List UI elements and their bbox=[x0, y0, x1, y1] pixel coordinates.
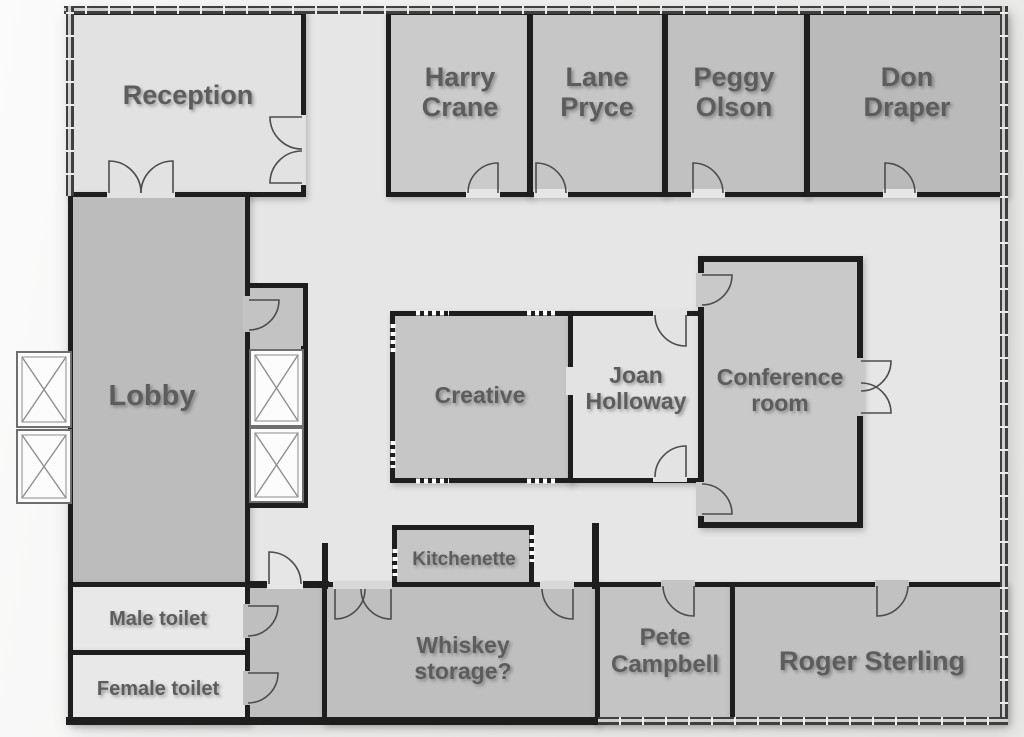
exterior-wall-bottom-left bbox=[66, 717, 600, 725]
room-label-roger-sterling: Roger Sterling bbox=[778, 646, 966, 676]
room-label-don-draper: Don Draper bbox=[863, 62, 951, 123]
room-reception bbox=[68, 10, 306, 197]
elevator-icon bbox=[16, 429, 72, 504]
room-label-harry-crane: Harry Crane bbox=[421, 62, 499, 123]
exterior-wall-top bbox=[64, 6, 1008, 14]
room-roger-sterling bbox=[730, 582, 1008, 724]
room-label-lane-pryce: Lane Pryce bbox=[560, 62, 634, 123]
door-swing-icons bbox=[108, 116, 916, 704]
exterior-wall-left-upper bbox=[66, 6, 74, 196]
elevator-icon bbox=[16, 351, 72, 428]
elevator-icon bbox=[249, 349, 304, 427]
room-conference-room bbox=[698, 256, 863, 528]
room-label-male-toilet: Male toilet bbox=[109, 608, 207, 630]
toilet-corridor bbox=[250, 588, 327, 719]
wall-stub-pete-left bbox=[592, 523, 599, 589]
room-whiskey-storage bbox=[322, 582, 600, 724]
room-harry-crane bbox=[386, 10, 532, 197]
room-label-pete-campbell: Pete Campbell bbox=[610, 624, 720, 678]
exterior-wall-bottom-right bbox=[598, 717, 1008, 725]
room-label-reception: Reception bbox=[122, 80, 254, 110]
room-creative bbox=[390, 311, 573, 483]
exterior-wall-right bbox=[1000, 6, 1008, 725]
room-label-peggy-olson: Peggy Olson bbox=[693, 62, 775, 123]
wall-right-of-elevators bbox=[301, 346, 308, 508]
elevator-icon bbox=[249, 427, 304, 503]
room-label-creative: Creative bbox=[434, 382, 526, 408]
room-label-whiskey-storage: Whiskey storage? bbox=[414, 632, 512, 684]
wall-stub-whiskey-left bbox=[322, 543, 328, 589]
room-label-conference-room: Conference room bbox=[716, 364, 844, 416]
wall-below-elevators bbox=[245, 501, 308, 508]
window-opening-icons bbox=[390, 310, 559, 576]
room-label-lobby: Lobby bbox=[108, 380, 196, 412]
room-label-kitchenette: Kitchenette bbox=[412, 549, 516, 570]
room-label-female-toilet: Female toilet bbox=[96, 678, 220, 700]
room-label-joan-holloway: Joan Holloway bbox=[585, 362, 687, 414]
doorway-gaps bbox=[107, 115, 917, 705]
